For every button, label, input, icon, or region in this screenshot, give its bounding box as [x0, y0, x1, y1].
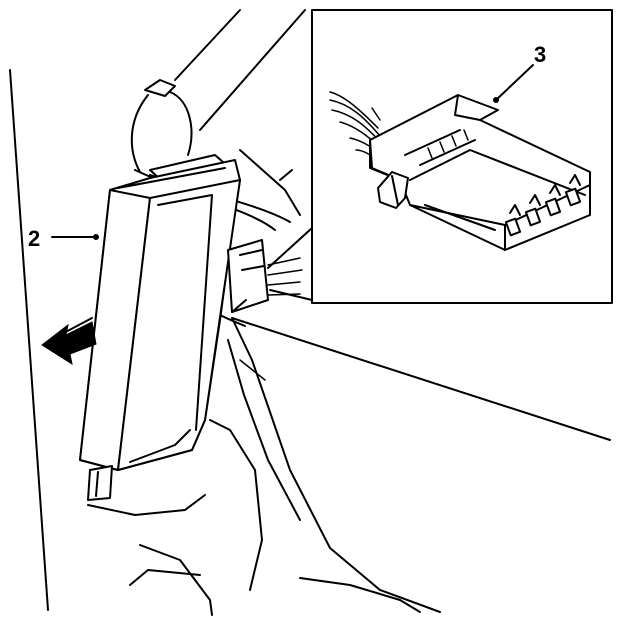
arrow-left-icon [41, 317, 97, 366]
callout-2-leader [51, 234, 99, 240]
callout-3-leader [493, 64, 534, 103]
module-side-connector [227, 239, 269, 313]
callout-3: 3 [534, 42, 546, 67]
harness-connector [329, 91, 591, 251]
background-structure [9, 9, 611, 616]
callout-2: 2 [28, 226, 40, 251]
module-body [79, 159, 241, 501]
